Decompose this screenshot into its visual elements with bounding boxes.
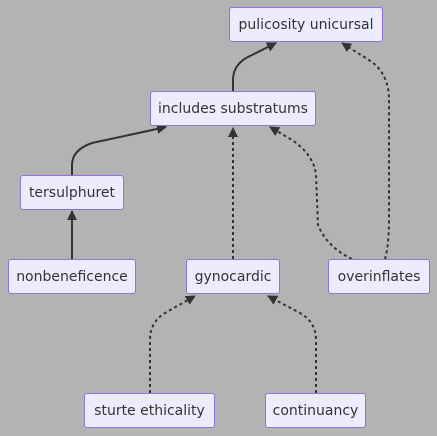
node-label: continuancy	[272, 402, 359, 419]
node-overinflates: overinflates	[328, 259, 430, 294]
edge-overinflates-to-pulicosity	[341, 42, 390, 260]
node-pulicosity-unicursal: pulicosity unicursal	[229, 7, 383, 42]
edge-sturte-to-gynocardic	[149, 295, 196, 393]
edge-overinflates-to-includes	[269, 126, 353, 260]
edge-tersulphuret-to-includes	[71, 124, 167, 175]
node-label: sturte ethicality	[94, 402, 205, 419]
node-label: tersulphuret	[28, 184, 116, 201]
node-label: gynocardic	[194, 268, 272, 285]
node-continuancy: continuancy	[265, 393, 366, 428]
edge-continuancy-to-gynocardic	[267, 295, 317, 393]
node-label: overinflates	[337, 268, 421, 285]
node-nonbeneficence: nonbeneficence	[8, 259, 136, 294]
node-label: includes substratums	[158, 100, 308, 117]
node-label: nonbeneficence	[16, 268, 128, 285]
node-tersulphuret: tersulphuret	[20, 175, 124, 210]
edge-includes-to-pulicosity	[232, 42, 277, 91]
node-label: pulicosity unicursal	[238, 16, 374, 33]
node-sturte-ethicality: sturte ethicality	[84, 393, 215, 428]
node-gynocardic: gynocardic	[186, 259, 280, 294]
node-includes-substratums: includes substratums	[150, 91, 316, 126]
